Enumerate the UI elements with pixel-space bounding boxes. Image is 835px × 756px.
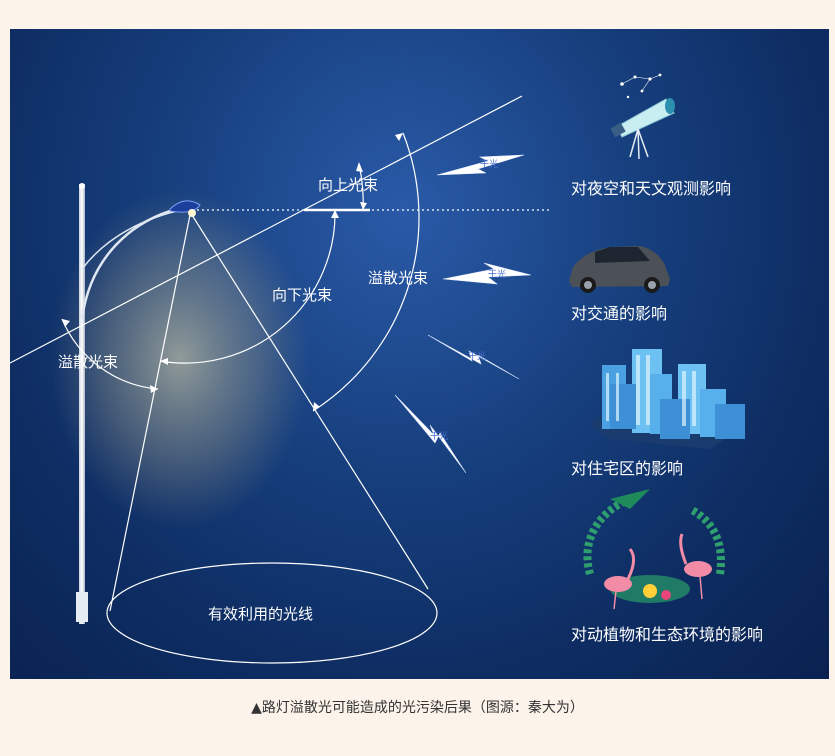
lightning-bolt-4 <box>394 394 467 474</box>
spill-arc-left <box>61 318 159 390</box>
bolt-text-1: 干光 <box>480 158 498 170</box>
label-spill-beam-right: 溢散光束 <box>368 269 429 287</box>
label-upward-beam: 向上光束 <box>318 176 379 194</box>
car-icon <box>569 246 670 293</box>
label-spill-beam-left: 溢散光束 <box>58 353 119 371</box>
effective-light-ellipse <box>106 562 438 664</box>
diagram-panel: 干光 干光 干光 干光 <box>10 29 829 679</box>
bolt-text-3: 干光 <box>468 350 486 362</box>
impact-ecology: 对动植物和生态环境的影响 <box>571 625 764 644</box>
figure-caption: ▲路灯溢散光可能造成的光污染后果（图源：秦大为） <box>251 700 584 716</box>
impact-residential: 对住宅区的影响 <box>571 459 684 478</box>
impact-traffic: 对交通的影响 <box>571 304 668 323</box>
upper-beam-line <box>10 95 523 364</box>
buildings-icon <box>590 349 745 449</box>
lightning-bolt-1 <box>436 154 525 176</box>
lightning-bolt-2 <box>442 262 532 285</box>
impact-night-sky: 对夜空和天文观测影响 <box>571 179 732 198</box>
bolt-text-2: 干光 <box>488 268 506 280</box>
lightning-bolt-3 <box>427 334 520 380</box>
flamingo-palm-icon <box>583 489 725 610</box>
spill-arc-right <box>312 132 420 412</box>
cone-right-line <box>191 214 429 590</box>
downward-arc <box>159 209 336 364</box>
light-glow <box>50 189 310 529</box>
bolt-text-4: 干光 <box>430 430 448 442</box>
cone-left-line <box>109 214 191 612</box>
telescope-icon <box>610 73 675 160</box>
diagram-illustration: 干光 干光 干光 干光 <box>10 73 745 664</box>
label-effective-light: 有效利用的光线 <box>208 605 314 623</box>
label-downward-beam: 向下光束 <box>272 286 333 304</box>
